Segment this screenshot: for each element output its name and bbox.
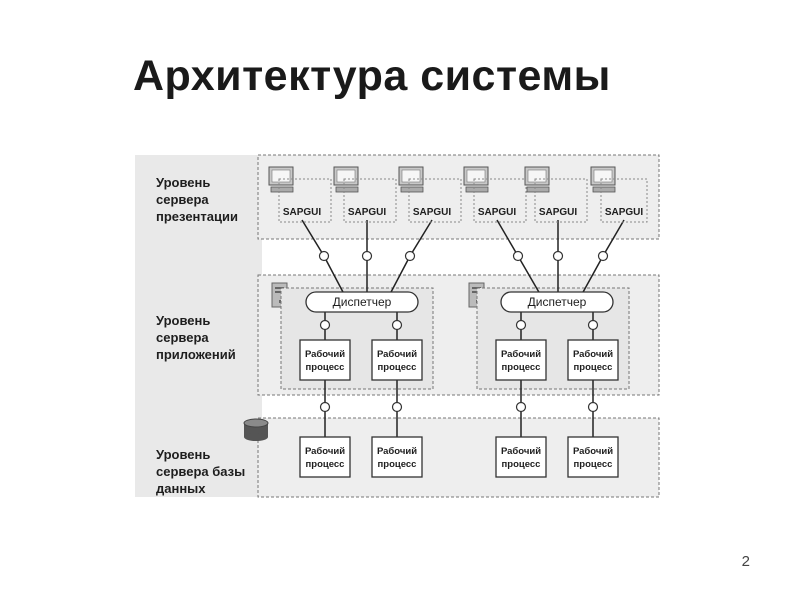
sapgui-client: SAPGUI xyxy=(524,166,588,223)
svg-text:Диспетчер: Диспетчер xyxy=(528,295,587,309)
application-tier-label: Уровень сервера приложений xyxy=(156,313,236,362)
svg-text:SAPGUI: SAPGUI xyxy=(478,207,517,218)
presentation-tier-label: Уровень сервера презентации xyxy=(156,175,238,224)
svg-text:SAPGUI: SAPGUI xyxy=(283,207,322,218)
slide-title: Архитектура системы xyxy=(133,52,611,100)
dispatcher: Диспетчер xyxy=(500,291,614,313)
sapgui-client: SAPGUI xyxy=(398,166,462,223)
tier-label-panel xyxy=(135,155,262,497)
sapgui-client: SAPGUI xyxy=(590,166,648,223)
svg-text:SAPGUI: SAPGUI xyxy=(605,207,644,218)
sapgui-client: SAPGUI xyxy=(333,166,397,223)
sapgui-client: SAPGUI xyxy=(268,166,332,223)
page-number: 2 xyxy=(741,553,750,570)
connection-nodes xyxy=(318,250,609,413)
database-tier-label: Уровень сервера базы данных xyxy=(156,447,249,496)
dispatcher: Диспетчер xyxy=(305,291,419,313)
svg-text:SAPGUI: SAPGUI xyxy=(539,207,578,218)
svg-text:Диспетчер: Диспетчер xyxy=(333,295,392,309)
sapgui-client: SAPGUI xyxy=(463,166,527,223)
svg-text:SAPGUI: SAPGUI xyxy=(413,207,452,218)
database-icon xyxy=(243,418,269,441)
svg-text:SAPGUI: SAPGUI xyxy=(348,207,387,218)
